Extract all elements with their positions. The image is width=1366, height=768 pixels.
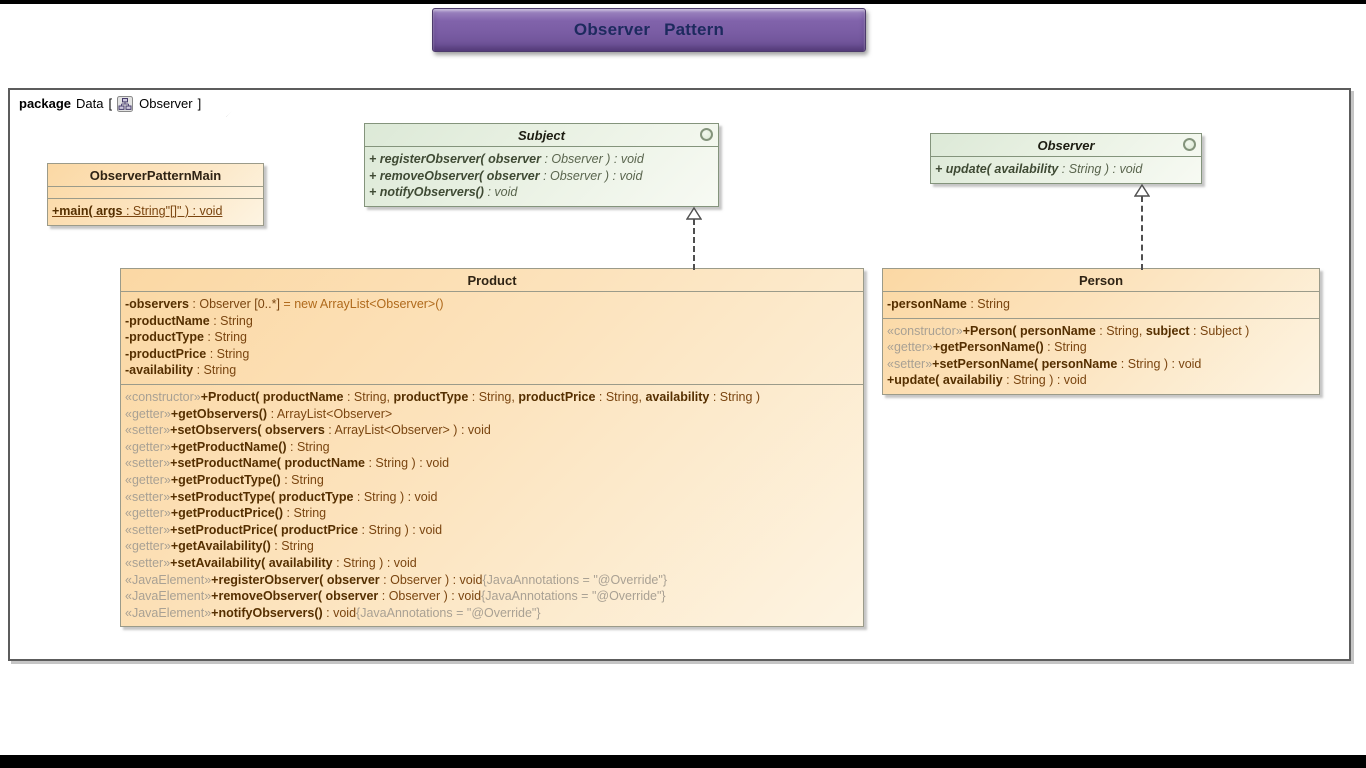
member-line: -observers : Observer [0..*] = new Array… <box>125 297 444 311</box>
diagram-name: Observer <box>139 96 193 111</box>
class-title-bar: Product <box>121 269 863 291</box>
interface-title: Observer <box>1037 137 1095 153</box>
member-line: «constructor»+Person( personName : Strin… <box>887 323 1250 338</box>
attributes-compartment: -observers : Observer [0..*] = new Array… <box>121 291 863 384</box>
attributes-compartment <box>48 186 263 198</box>
member-line: «JavaElement»+registerObserver( observer… <box>125 572 667 587</box>
member-line: «setter»+setProductName( productName : S… <box>125 456 450 471</box>
title-banner[interactable]: Observer Pattern <box>432 8 866 52</box>
member-line: «getter»+getProductPrice() : String <box>125 506 327 521</box>
class-title: Product <box>467 272 517 288</box>
realization-person-observer[interactable] <box>1134 184 1150 270</box>
operations-compartment: + registerObserver( observer : Observer … <box>365 146 718 206</box>
class-title-bar: ObserverPatternMain <box>48 164 263 186</box>
class-observerpatternmain[interactable]: ObserverPatternMain +main( args : String… <box>47 163 264 226</box>
member-line: «setter»+setObservers( observers : Array… <box>125 423 491 438</box>
interface-observer[interactable]: Observer + update( availability : String… <box>930 133 1202 184</box>
class-title: Person <box>1078 272 1124 288</box>
operations-compartment: +main( args : String"[]" ) : void <box>48 198 263 225</box>
realization-product-subject[interactable] <box>686 207 702 270</box>
member-line: «JavaElement»+notifyObservers() : void{J… <box>125 605 541 620</box>
top-black-bar <box>0 0 1366 4</box>
class-person[interactable]: Person -personName : String «constructor… <box>882 268 1320 395</box>
member-line: «getter»+getObservers() : ArrayList<Obse… <box>125 406 393 421</box>
member-line: «setter»+setPersonName( personName : Str… <box>887 356 1202 371</box>
member-line: «getter»+getPersonName() : String <box>887 340 1087 355</box>
class-title-bar: Person <box>883 269 1319 291</box>
member-line: «setter»+setAvailability( availability :… <box>125 555 417 570</box>
bracket-open: [ <box>108 96 113 111</box>
member-line: + update( availability : String ) : void <box>935 162 1143 176</box>
class-title: ObserverPatternMain <box>89 167 222 183</box>
dashed-line <box>693 219 695 270</box>
member-line: «getter»+getProductType() : String <box>125 472 324 487</box>
member-line: +main( args : String"[]" ) : void <box>52 204 223 218</box>
interface-title: Subject <box>518 127 565 143</box>
member-line: «getter»+getProductName() : String <box>125 439 330 454</box>
member-line: «JavaElement»+removeObserver( observer :… <box>125 589 666 604</box>
package-frame: package Data [ Observer ] <box>8 88 1351 661</box>
class-product[interactable]: Product -observers : Observer [0..*] = n… <box>120 268 864 628</box>
bottom-black-bar <box>0 755 1366 768</box>
member-line: -availability : String <box>125 363 237 378</box>
package-tab: package Data [ Observer ] <box>10 90 241 117</box>
member-line: -personName : String <box>887 297 1010 311</box>
member-line: + registerObserver( observer : Observer … <box>369 152 644 166</box>
operations-compartment: + update( availability : String ) : void <box>931 156 1201 183</box>
attributes-compartment: -personName : String <box>883 291 1319 318</box>
member-line: «getter»+getAvailability() : String <box>125 539 314 554</box>
bracket-close: ] <box>197 96 202 111</box>
member-line: -productName : String <box>125 313 253 328</box>
member-line: +update( availabiliy : String ) : void <box>887 373 1087 388</box>
member-line: + notifyObservers() : void <box>369 185 518 200</box>
interface-title-bar: Observer <box>931 134 1201 156</box>
operations-compartment: «constructor»+Product( productName : Str… <box>121 383 863 626</box>
member-line: «constructor»+Product( productName : Str… <box>125 389 761 404</box>
interface-ball-icon <box>700 128 713 141</box>
member-line: + removeObserver( observer : Observer ) … <box>369 168 643 183</box>
member-line: «setter»+setProductPrice( productPrice :… <box>125 522 443 537</box>
member-line: -productType : String <box>125 330 248 345</box>
interface-ball-icon <box>1183 138 1196 151</box>
class-diagram-icon <box>117 96 134 112</box>
operations-compartment: «constructor»+Person( personName : Strin… <box>883 317 1319 394</box>
dashed-line <box>1141 196 1143 270</box>
package-name: Data <box>76 96 104 111</box>
member-line: -productPrice : String <box>125 346 250 361</box>
member-line: «setter»+setProductType( productType : S… <box>125 489 438 504</box>
package-keyword: package <box>19 96 72 111</box>
interface-subject[interactable]: Subject + registerObserver( observer : O… <box>364 123 719 207</box>
banner-title: Observer Pattern <box>573 20 725 39</box>
interface-title-bar: Subject <box>365 124 718 146</box>
